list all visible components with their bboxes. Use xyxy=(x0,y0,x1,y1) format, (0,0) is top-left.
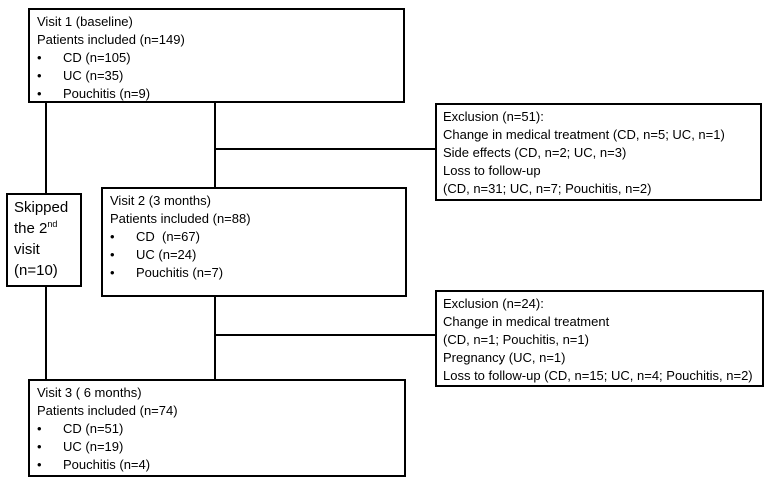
visit1-item-cd-text: CD (n=105) xyxy=(63,50,131,65)
skipped-line2-sup: nd xyxy=(47,219,58,229)
visit3-item-cd-text: CD (n=51) xyxy=(63,421,124,436)
connector-exclusion1-h xyxy=(214,148,436,150)
bullet: • xyxy=(110,247,115,262)
bullet: • xyxy=(37,50,42,65)
visit2-box: Visit 2 (3 months) Patients included (n=… xyxy=(101,187,407,297)
visit3-item-pouchitis: • Pouchitis (n=4) xyxy=(37,456,404,474)
exclusion2-line: Pregnancy (UC, n=1) xyxy=(443,350,566,365)
visit2-item-uc-text: UC (n=24) xyxy=(136,247,197,262)
visit3-item-cd: • CD (n=51) xyxy=(37,420,404,438)
bullet: • xyxy=(37,86,42,101)
visit2-item-cd-text: CD (n=67) xyxy=(136,229,200,244)
visit1-item-uc-text: UC (n=35) xyxy=(63,68,124,83)
exclusion1-line: Loss to follow-up xyxy=(443,163,541,178)
bullet: • xyxy=(37,421,42,436)
bullet: • xyxy=(110,265,115,280)
visit1-item-pouchitis-text: Pouchitis (n=9) xyxy=(63,86,151,101)
visit3-box: Visit 3 ( 6 months) Patients included (n… xyxy=(28,379,406,477)
connector-center-v2 xyxy=(214,296,216,380)
bullet: • xyxy=(37,439,42,454)
exclusion2-box: Exclusion (n=24): Change in medical trea… xyxy=(435,290,764,387)
skipped-line1: Skipped xyxy=(14,199,69,216)
visit3-item-pouchitis-text: Pouchitis (n=4) xyxy=(63,457,151,472)
visit2-item-uc: • UC (n=24) xyxy=(110,246,405,264)
visit2-included: Patients included (n=88) xyxy=(110,211,251,226)
exclusion2-line: Change in medical treatment xyxy=(443,314,610,329)
exclusion2-title: Exclusion (n=24): xyxy=(443,296,544,311)
visit3-item-uc: • UC (n=19) xyxy=(37,438,404,456)
skipped-box: Skipped the 2nd visit (n=10) xyxy=(6,193,82,287)
bullet: • xyxy=(110,229,115,244)
visit1-item-cd: • CD (n=105) xyxy=(37,49,403,67)
visit1-item-uc: • UC (n=35) xyxy=(37,67,403,85)
visit2-item-pouchitis-text: Pouchitis (n=7) xyxy=(136,265,224,280)
bullet: • xyxy=(37,68,42,83)
exclusion1-line: Change in medical treatment (CD, n=5; UC… xyxy=(443,127,725,142)
connector-center-v1 xyxy=(214,102,216,188)
visit1-included: Patients included (n=149) xyxy=(37,32,185,47)
connector-exclusion2-h xyxy=(214,334,436,336)
visit3-title: Visit 3 ( 6 months) xyxy=(37,385,142,400)
exclusion1-title: Exclusion (n=51): xyxy=(443,109,544,124)
visit2-item-cd: • CD (n=67) xyxy=(110,228,405,246)
exclusion1-box: Exclusion (n=51): Change in medical trea… xyxy=(435,103,762,201)
visit1-box: Visit 1 (baseline) Patients included (n=… xyxy=(28,8,405,103)
exclusion2-line: Loss to follow-up (CD, n=15; UC, n=4; Po… xyxy=(443,368,753,383)
connector-left-v1 xyxy=(45,102,47,194)
skipped-line2: the 2nd xyxy=(14,218,80,239)
skipped-line2-text: the 2 xyxy=(14,220,48,237)
exclusion1-line: Side effects (CD, n=2; UC, n=3) xyxy=(443,145,627,160)
visit1-title: Visit 1 (baseline) xyxy=(37,14,133,29)
visit2-title: Visit 2 (3 months) xyxy=(110,193,211,208)
visit1-item-pouchitis: • Pouchitis (n=9) xyxy=(37,85,403,103)
bullet: • xyxy=(37,457,42,472)
connector-left-v2 xyxy=(45,286,47,380)
skipped-line4: (n=10) xyxy=(14,262,58,279)
visit3-item-uc-text: UC (n=19) xyxy=(63,439,124,454)
exclusion2-line: (CD, n=1; Pouchitis, n=1) xyxy=(443,332,589,347)
visit2-item-pouchitis: • Pouchitis (n=7) xyxy=(110,264,405,282)
visit3-included: Patients included (n=74) xyxy=(37,403,178,418)
skipped-line3: visit xyxy=(14,241,40,258)
exclusion1-line: (CD, n=31; UC, n=7; Pouchitis, n=2) xyxy=(443,181,652,196)
